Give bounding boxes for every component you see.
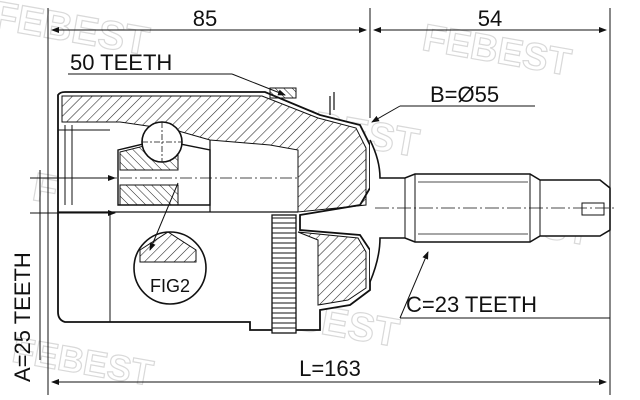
abs-ring: [271, 214, 297, 334]
label-diameter: B=Ø55: [430, 82, 499, 107]
leader-lines: [40, 73, 610, 319]
dimension-total: L=163: [299, 356, 361, 381]
outer-housing: [57, 87, 371, 331]
stub-shaft: [369, 139, 615, 283]
label-fig2: FIG2: [150, 276, 190, 296]
dimension-85: 85: [193, 6, 217, 31]
label-inner-teeth: C=23 TEETH: [406, 292, 537, 317]
label-outer-teeth: 50 TEETH: [70, 50, 172, 75]
dimension-54: 54: [478, 6, 502, 31]
label-spline-teeth: A=25 TEETH: [10, 252, 35, 382]
